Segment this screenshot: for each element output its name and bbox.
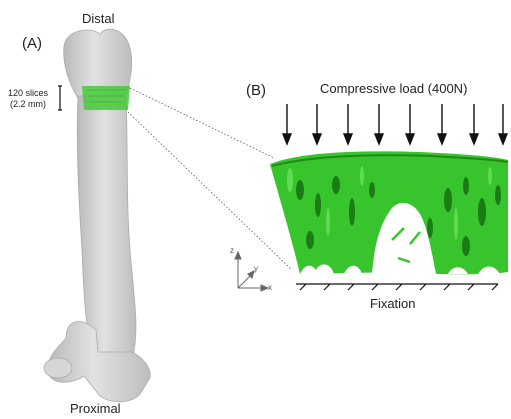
- fixation-label: Fixation: [370, 297, 416, 310]
- load-arrow: [313, 104, 321, 144]
- projection-line-bottom: [128, 112, 292, 270]
- load-arrow: [283, 104, 291, 144]
- load-arrows: [283, 104, 507, 144]
- compressive-load-label: Compressive load (400N): [320, 82, 467, 95]
- panel-b-label: (B): [246, 83, 266, 98]
- femur-shaft: [77, 96, 136, 362]
- trabecular-specimen: [270, 151, 508, 274]
- load-arrow: [438, 104, 446, 144]
- fixation-base: [296, 284, 498, 290]
- load-arrow: [406, 104, 414, 144]
- panel-a-label: (A): [22, 36, 42, 51]
- load-arrow: [470, 104, 478, 144]
- load-arrow: [499, 104, 507, 144]
- load-arrow: [344, 104, 352, 144]
- load-arrow: [375, 104, 383, 144]
- axis-z-label: z: [230, 246, 234, 255]
- slice-count-text: 120 slices: [8, 88, 48, 99]
- coordinate-axes: [235, 252, 268, 291]
- distal-label: Distal: [82, 12, 115, 25]
- roi-region: [82, 86, 130, 110]
- axis-x-label: x: [268, 283, 272, 292]
- slice-thickness-text: (2.2 mm): [8, 99, 48, 110]
- axis-y-label: y: [254, 264, 258, 273]
- proximal-label: Proximal: [70, 402, 121, 415]
- slice-count-label: 120 slices (2.2 mm): [8, 88, 48, 110]
- slice-bracket: [58, 86, 62, 110]
- femur-head: [44, 358, 72, 378]
